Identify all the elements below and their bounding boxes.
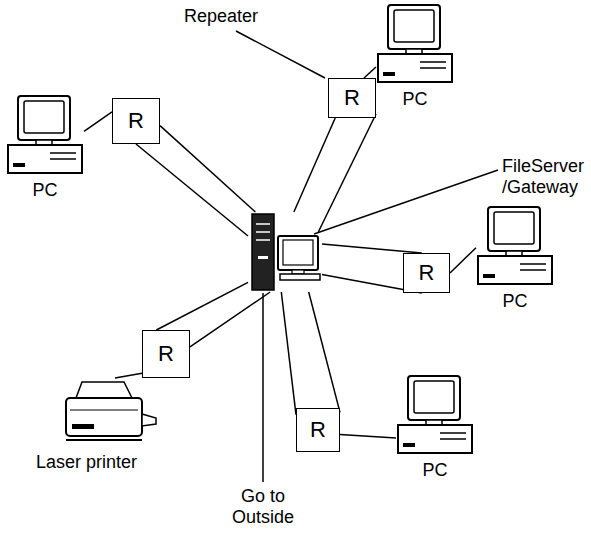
pc-node: PC (476, 205, 554, 312)
network-cable (309, 292, 340, 412)
pc-node: PC (376, 3, 454, 110)
pc-icon (376, 3, 454, 85)
printer-label: Laser printer (36, 452, 180, 473)
network-cable (190, 292, 270, 347)
network-cable (322, 244, 422, 253)
pc-icon (476, 205, 554, 287)
server-label: FileServer /Gateway (502, 156, 588, 197)
repeater-letter: R (419, 260, 435, 286)
network-cable (160, 126, 255, 212)
server-leader (314, 170, 498, 234)
outside-line (262, 293, 264, 482)
repeater-box: R (142, 330, 190, 378)
repeater-letter: R (344, 85, 360, 111)
network-cable (115, 373, 142, 378)
pc-label: PC (6, 180, 84, 201)
printer-node: Laser printer (50, 378, 180, 473)
repeater-letter: R (158, 341, 174, 367)
network-cable (340, 434, 396, 438)
network-cable (364, 67, 376, 78)
printer-icon (62, 378, 158, 444)
pc-label: PC (376, 89, 454, 110)
repeater-label: Repeater (184, 6, 294, 27)
pc-label: PC (396, 460, 474, 481)
pc-label: PC (476, 291, 554, 312)
network-cable (84, 112, 112, 132)
outside-label: Go to Outside (226, 486, 300, 527)
repeater-box: R (328, 78, 376, 118)
network-cable (156, 282, 248, 330)
network-cable (450, 248, 476, 273)
network-cable (136, 144, 248, 236)
repeater-leader (236, 31, 325, 78)
repeater-box: R (112, 98, 160, 144)
pc-icon (6, 94, 84, 176)
server-node: FileServer /Gateway (248, 212, 322, 292)
network-cable (281, 292, 296, 415)
pc-node: PC (6, 94, 84, 201)
pc-icon (396, 374, 474, 456)
repeater-box: R (296, 408, 340, 452)
pc-node: PC (396, 374, 474, 481)
repeater-letter: R (310, 417, 326, 443)
server-icon (248, 212, 322, 292)
repeater-letter: R (128, 108, 144, 134)
network-cable (294, 118, 335, 212)
repeater-box: R (403, 253, 450, 293)
network-cable (318, 114, 376, 232)
